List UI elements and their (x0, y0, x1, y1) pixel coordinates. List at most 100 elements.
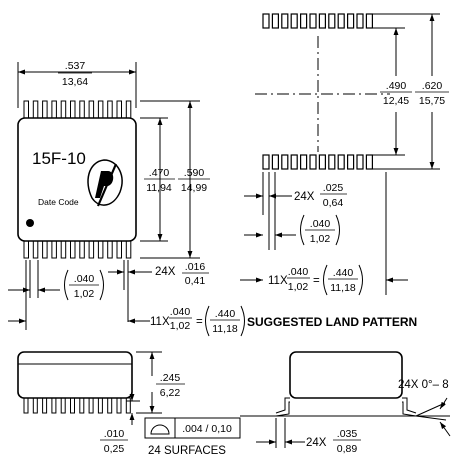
land-pad (309, 154, 317, 170)
pitch-total-total-in: .440 (215, 308, 236, 320)
land-pad (318, 13, 326, 29)
lead-width-mm: 0,41 (185, 275, 206, 287)
height-mm: 6,22 (160, 387, 181, 399)
pitch-total-mm: 1,02 (170, 320, 191, 332)
land-pad (271, 154, 279, 170)
pad-width-in: .025 (323, 182, 344, 194)
land-pitch-in: .040 (310, 218, 331, 230)
inner-span-mm: 12,45 (383, 95, 409, 107)
land-pad (337, 154, 345, 170)
lead (97, 397, 103, 414)
lead (88, 397, 94, 414)
body-width-in: .470 (149, 167, 170, 179)
land-pad (281, 13, 289, 29)
package-body (17, 117, 137, 242)
lead (32, 397, 38, 414)
pad-width-prefix: 24X (294, 191, 315, 203)
lead-length-prefix: 24X (306, 437, 327, 449)
lead (23, 100, 29, 120)
lead (60, 239, 67, 259)
paren-right (240, 305, 245, 337)
pitch-in: .040 (74, 273, 95, 285)
pitch-total-in: .040 (170, 306, 191, 318)
logo-icon (87, 159, 123, 207)
lead (32, 100, 39, 120)
land-pattern-title: SUGGESTED LAND PATTERN (247, 315, 417, 329)
land-pad (271, 13, 279, 29)
paren-left (323, 264, 328, 296)
land-pad (300, 13, 308, 29)
top-leads-lower (23, 239, 132, 259)
land-pad (300, 154, 308, 170)
side-body (17, 351, 133, 399)
land-pad (281, 154, 289, 170)
land-pad (262, 13, 270, 29)
pin1-indicator (26, 219, 34, 227)
lead (42, 239, 48, 259)
overall-length-in: .537 (65, 60, 86, 72)
lead-length-mm: 0,89 (337, 443, 358, 455)
land-pitch-total-prefix: 11X (268, 275, 288, 287)
paren-right (358, 264, 363, 296)
coplanarity-value: .004 / 0,10 (182, 423, 232, 435)
lead (60, 397, 66, 414)
pitch-mm: 1,02 (74, 288, 95, 300)
land-pitch-total-total-mm: 11,18 (330, 282, 356, 294)
land-pad (328, 154, 336, 170)
lead (116, 239, 122, 259)
lead (51, 100, 57, 120)
side-leads (23, 397, 131, 414)
land-pitch-total-in: .040 (288, 266, 309, 278)
left-gull-wing-lead (275, 397, 290, 414)
lead (51, 239, 57, 259)
lead (79, 239, 85, 259)
lead (125, 239, 132, 259)
lead (79, 100, 85, 120)
lead-length-in: .035 (337, 428, 358, 440)
paren-right (99, 269, 104, 301)
land-pad (356, 154, 364, 170)
lead (32, 239, 39, 259)
land-pad (337, 13, 345, 29)
right-gull-wing-lead (402, 397, 417, 414)
lead (70, 397, 75, 414)
pad-width-mm: 0,64 (323, 197, 344, 209)
angle-line (415, 415, 447, 421)
standoff-mm: 0,25 (104, 443, 125, 455)
equals-sign: = (313, 275, 320, 287)
end-view: 24X 0°– 8 24X .035 0,89 (240, 351, 451, 455)
lead-width-prefix: 24X (155, 266, 176, 278)
package-marking: 15F-10 (32, 149, 86, 168)
profile-surface-icon (150, 424, 170, 435)
lead (42, 397, 48, 414)
pads-lower-row (262, 154, 373, 170)
outer-span-in: .620 (422, 80, 443, 92)
land-pad (318, 154, 326, 170)
end-body (289, 351, 403, 399)
equals-sign: = (196, 316, 203, 328)
lead (60, 100, 67, 120)
lead-angle-label: 24X 0°– 8 (398, 379, 449, 391)
land-pitch-total-total-in: .440 (333, 267, 354, 279)
lead (125, 100, 132, 120)
land-pattern-view: .490 12,45 .620 15,75 24X .025 0,64 .040… (240, 13, 449, 329)
overall-length-mm: 13,64 (62, 76, 88, 88)
lead (97, 100, 104, 120)
land-pad (347, 13, 355, 29)
lead (107, 239, 113, 259)
land-pad (262, 154, 270, 170)
land-pad (356, 13, 364, 29)
lead (51, 397, 57, 414)
lead (125, 397, 131, 414)
lead (70, 100, 76, 120)
body-width-mm: 11,94 (146, 182, 172, 194)
lead (116, 100, 122, 120)
land-pad (328, 13, 336, 29)
land-pad (365, 13, 373, 29)
pitch-total-total-mm: 11,18 (212, 323, 238, 335)
lead (70, 239, 76, 259)
lead (42, 100, 48, 120)
left-gull-wing-lead-inner (275, 401, 290, 417)
